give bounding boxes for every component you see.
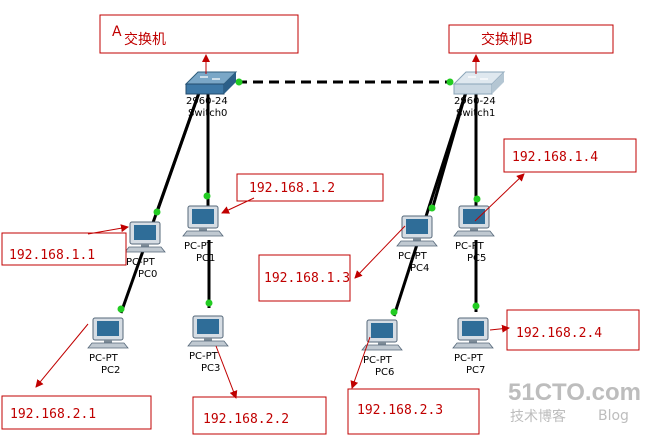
ip-box [1, 395, 152, 430]
pc-name-label: PC3 [201, 363, 220, 374]
switch-b-caption: 交换机B [448, 24, 614, 74]
watermark-site: 51CTO.com [508, 379, 641, 406]
port-light [203, 192, 211, 200]
callout-arrow [35, 323, 89, 388]
link-switch0-pc2 [119, 89, 202, 314]
callout-arrow [221, 197, 255, 214]
ip-callout: 192.168.1.1 [1, 224, 129, 266]
port-light [472, 302, 480, 310]
switch-name-label: Switch0 [188, 108, 227, 119]
switch-icon [452, 71, 506, 95]
ip-box [192, 396, 327, 435]
ip-address-label: 192.168.1.4 [512, 150, 598, 165]
pc-model-label: PC-PT [89, 353, 119, 364]
ip-callout: 192.168.2.1 [1, 323, 152, 430]
ip-callout: 192.168.2.4 [489, 309, 640, 351]
port-light [428, 204, 436, 212]
pc-name-label: PC1 [196, 253, 215, 264]
computer-icon [453, 205, 495, 237]
pc-model-label: PC-PT [454, 353, 484, 364]
switch-name-label: Switch1 [456, 108, 495, 119]
ip-callout: 192.168.2.3 [347, 336, 480, 435]
pc-name-label: PC6 [375, 367, 394, 378]
port-light [153, 208, 161, 216]
switch-model-label: 2960-24 [454, 96, 496, 107]
switch-caption-prefix: A [112, 24, 122, 40]
ip-annotations: 192.168.1.1 192.168.1.2 192.168.2.1 192.168… [1, 138, 640, 435]
ip-callout: 192.168.1.2 [221, 173, 384, 214]
ip-address-label: 192.168.2.1 [10, 407, 96, 422]
ip-address-label: 192.168.1.3 [264, 271, 350, 286]
ip-address-label: 192.168.2.3 [357, 403, 443, 418]
switch-b[interactable]: 2960-24 Switch1 [452, 71, 506, 119]
callout-arrow [474, 173, 525, 222]
switch-caption: 交换机B [481, 31, 533, 48]
ip-box [347, 388, 480, 435]
ip-box [506, 309, 640, 351]
pc-model-label: PC-PT [126, 257, 156, 268]
port-light [473, 195, 481, 203]
pc-name-label: PC7 [466, 365, 485, 376]
computer-icon [361, 319, 403, 351]
ip-address-label: 192.168.1.2 [249, 181, 335, 196]
ip-callout: 192.168.1.4 [474, 138, 637, 222]
port-light [390, 308, 398, 316]
switch-a-caption: A 交换机 [99, 14, 299, 74]
callout-arrow [350, 336, 371, 389]
ip-address-label: 192.168.2.4 [516, 326, 602, 341]
ip-address-label: 192.168.1.1 [9, 248, 95, 263]
pc-model-label: PC-PT [189, 351, 219, 362]
watermark-subtitle: 技术博客 [510, 408, 566, 425]
ip-box [503, 138, 637, 173]
watermark: 51CTO.com 技术博客 Blog [508, 379, 641, 425]
pc-model-label: PC-PT [455, 241, 485, 252]
callout-arrow [489, 324, 510, 333]
callout-arrow [87, 224, 129, 235]
pc-model-label: PC-PT [363, 355, 393, 366]
callout-arrow [354, 225, 406, 279]
pc-model-label: PC-PT [184, 241, 214, 252]
ip-address-label: 192.168.2.2 [203, 412, 289, 427]
computer-icon [87, 317, 129, 349]
pc-name-label: PC2 [101, 365, 120, 376]
pc-name-label: PC0 [138, 269, 157, 280]
ip-callout: 192.168.1.3 [258, 225, 406, 302]
computer-icon [187, 315, 229, 347]
computer-icon [452, 317, 494, 349]
port-indicators [117, 78, 481, 316]
port-light [235, 78, 243, 86]
ip-callout: 192.168.2.2 [192, 345, 327, 435]
ip-box [236, 173, 384, 202]
ip-box [258, 254, 351, 302]
link-switch1-pc6 [392, 91, 468, 317]
switch-a[interactable]: 2960-24 Switch0 [184, 71, 238, 119]
ip-box [1, 232, 127, 266]
watermark-blog: Blog [598, 408, 629, 424]
pc-name-label: PC5 [467, 253, 486, 264]
pcs: PC-PTPC0PC-PTPC1PC-PTPC2PC-PTPC3PC-PTPC4… [87, 205, 495, 378]
pc-model-label: PC-PT [398, 251, 428, 262]
port-light [205, 299, 213, 307]
switch-model-label: 2960-24 [186, 96, 228, 107]
computer-icon [182, 205, 224, 237]
port-light [446, 78, 454, 86]
switch-icon [184, 71, 238, 95]
callout-arrow [215, 345, 238, 399]
pc-name-label: PC4 [410, 263, 429, 274]
links [119, 80, 478, 317]
computer-icon [396, 215, 438, 247]
switch-caption: 交换机 [124, 31, 166, 48]
port-light [117, 305, 125, 313]
computer-icon [124, 221, 166, 253]
